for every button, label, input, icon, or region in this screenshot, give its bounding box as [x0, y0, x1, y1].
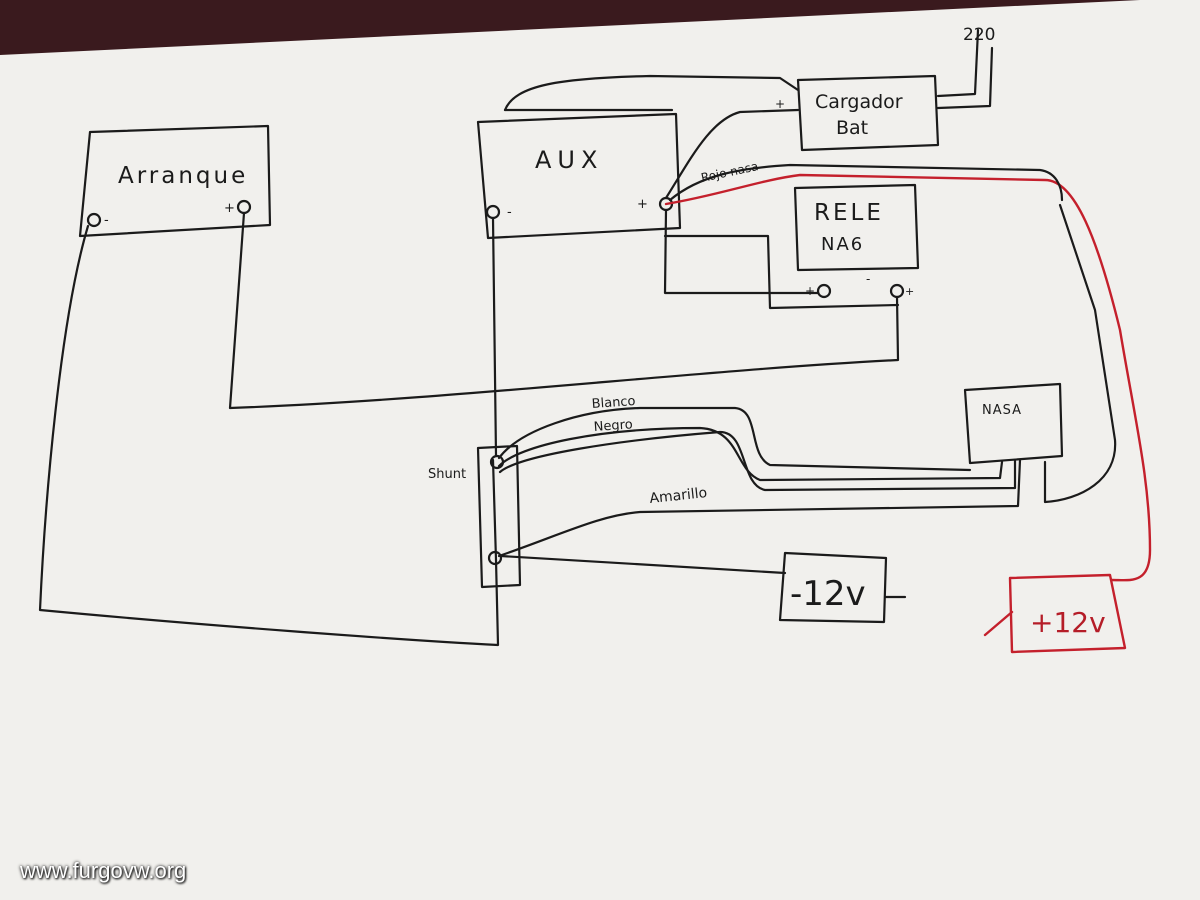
wire-label-amarillo: Amarillo: [649, 485, 708, 507]
cargador-label-line2: Bat: [836, 117, 868, 139]
aux-neg-sign: -: [507, 205, 512, 220]
cargador-charger: Cargador Bat + - 220: [772, 25, 995, 152]
black-wiring: [38, 74, 1117, 647]
shunt-label: Shunt: [428, 467, 466, 482]
wire-label-blanco: Blanco: [591, 394, 636, 412]
minus-12v-terminal: -12v: [778, 551, 907, 624]
rele-na6: RELE NA6 + - +: [793, 183, 920, 299]
rele-out-sign: +: [905, 285, 914, 298]
plus-12v-label: +12v: [1030, 606, 1106, 639]
nasa-unit: NASA: [963, 382, 1064, 465]
wire-label-negro: Negro: [593, 417, 633, 435]
rele-label-line2: NA6: [821, 234, 864, 255]
aux-pos-sign: +: [637, 197, 648, 212]
mains-label: 220: [963, 25, 995, 45]
rojo-nasa-wire: [668, 163, 1064, 202]
cargador-pos-sign: +: [775, 97, 785, 111]
aux-label: AUX: [535, 146, 603, 174]
rele-label-line1: RELE: [814, 200, 884, 226]
arranque-neg-sign: -: [104, 213, 109, 228]
red-wiring: [664, 173, 1152, 582]
rele-neg-sign: -: [866, 272, 870, 286]
site-watermark: www.furgovw.org: [20, 858, 187, 883]
cargador-label-line1: Cargador: [815, 91, 903, 113]
rele-pos-terminal: [816, 283, 832, 299]
arranque-neg-terminal: [86, 212, 102, 228]
plus-12v-terminal: +12v: [983, 573, 1127, 654]
nasa-label: NASA: [982, 403, 1022, 418]
rele-pos-sign: +: [805, 284, 815, 298]
arranque-label: Arranque: [118, 163, 248, 189]
arranque-pos-sign: +: [224, 201, 235, 216]
minus-12v-label: -12v: [790, 574, 866, 614]
arranque-battery: Arranque - +: [78, 124, 272, 238]
